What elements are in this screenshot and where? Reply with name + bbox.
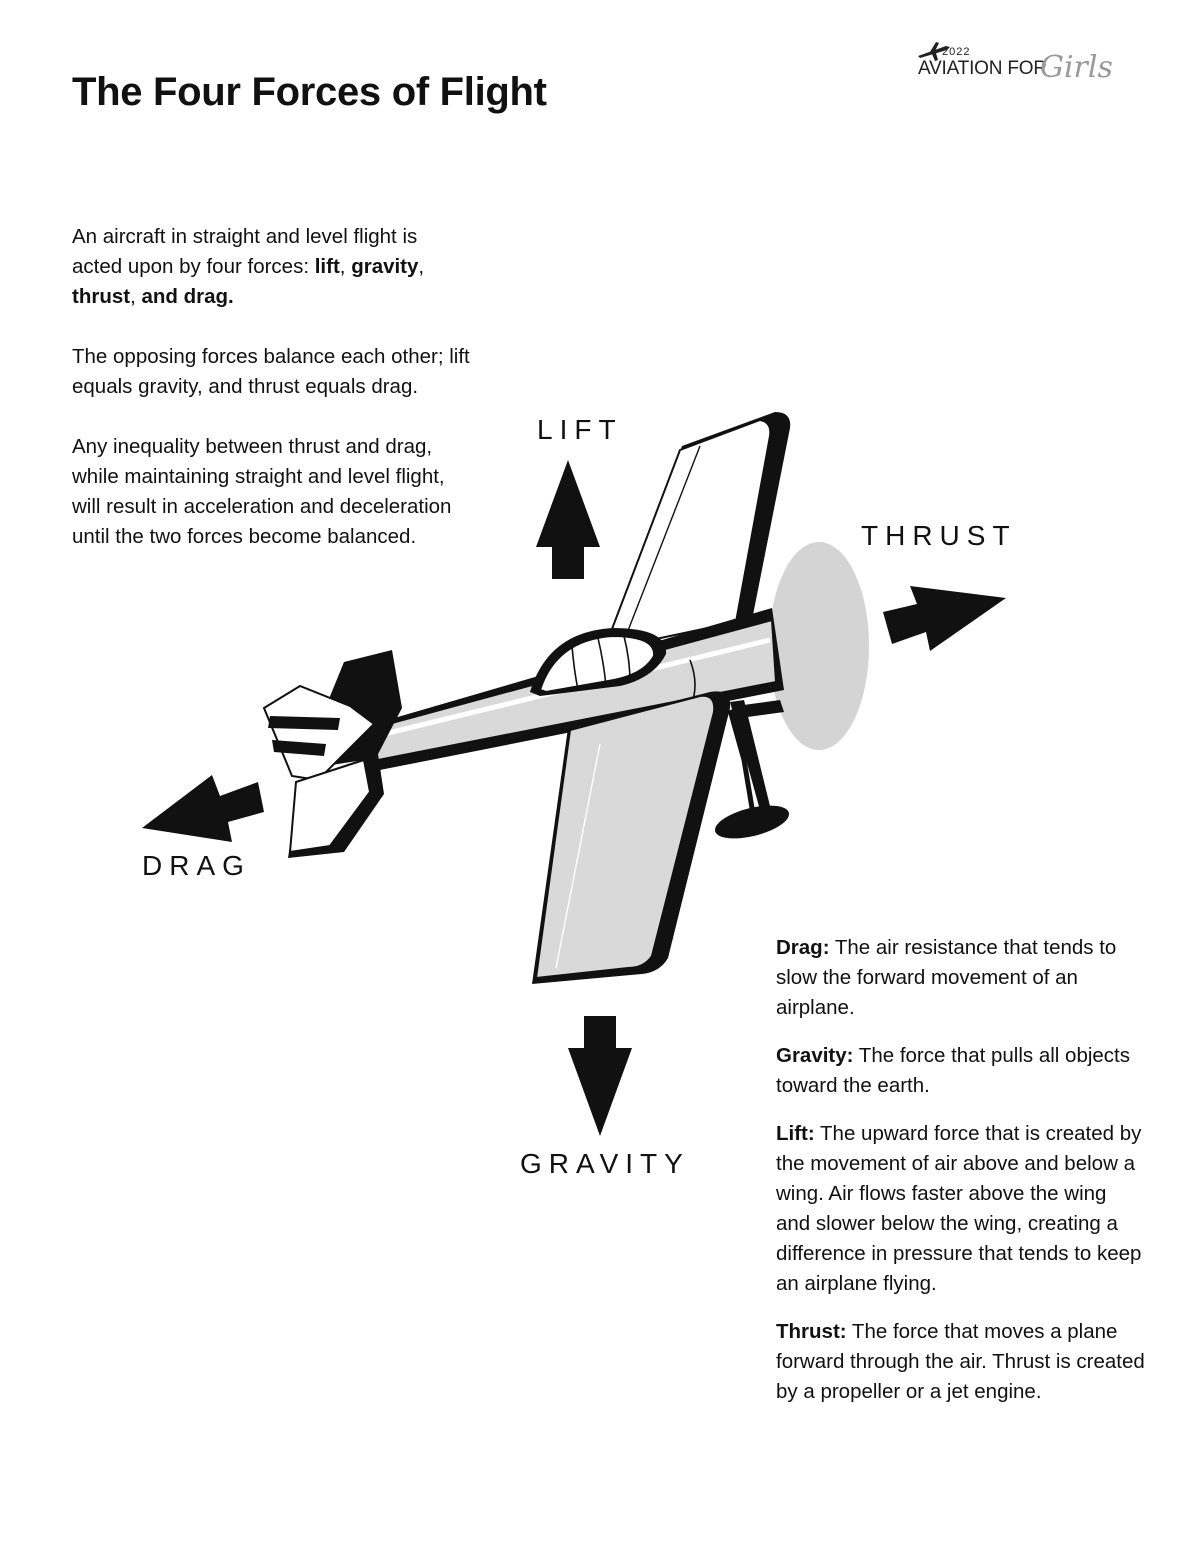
definition-term: Gravity: [776, 1044, 854, 1067]
definition-thrust: Thrust: The force that moves a plane for… [776, 1317, 1146, 1407]
lower-wing [532, 691, 731, 984]
intro-lead: An aircraft in straight and level flight… [72, 225, 418, 278]
logo-script: Girls [1040, 50, 1113, 85]
label-thrust: THRUST [861, 520, 1017, 551]
definition-text: The upward force that is created by the … [776, 1122, 1142, 1295]
landing-gear [714, 700, 790, 839]
definition-text: The force that moves a plane forward thr… [776, 1320, 1145, 1403]
plane-icon [918, 42, 950, 61]
page-title: The Four Forces of Flight [72, 70, 547, 114]
definition-text: The air resistance that tends to slow th… [776, 936, 1117, 1019]
definition-text: The force that pulls all objects toward … [776, 1044, 1131, 1097]
thrust-arrow-icon [883, 586, 1006, 651]
intro-sep: , [130, 285, 142, 308]
term-gravity: gravity [351, 255, 419, 278]
intro-paragraph-1: An aircraft in straight and level flight… [72, 222, 472, 312]
intro-sep: , [418, 255, 425, 278]
definition-term: Drag: [776, 936, 830, 959]
lift-arrow-icon [536, 460, 600, 579]
canopy [530, 628, 667, 696]
logo-wordmark: AVIATION FOR [918, 58, 1047, 79]
horizontal-stabilizer [288, 754, 384, 858]
drag-arrow-icon [142, 775, 264, 842]
tail-fin [262, 650, 402, 782]
definition-term: Thrust: [776, 1320, 847, 1343]
definition-term: Lift: [776, 1122, 815, 1145]
term-drag: and drag. [141, 285, 234, 308]
label-drag: DRAG [142, 850, 251, 881]
brand-logo: 2022 AVIATION FOR Girls [910, 36, 1140, 96]
definitions-list: Drag: The air resistance that tends to s… [776, 933, 1146, 1425]
label-lift: LIFT [537, 414, 623, 445]
label-gravity: GRAVITY [520, 1148, 690, 1179]
definition-gravity: Gravity: The force that pulls all object… [776, 1041, 1146, 1101]
intro-paragraph-3: Any inequality between thrust and drag, … [72, 435, 452, 548]
gravity-arrow-icon [568, 1016, 632, 1136]
definition-lift: Lift: The upward force that is created b… [776, 1119, 1146, 1299]
logo-year: 2022 [942, 46, 971, 58]
intro-paragraph-2: The opposing forces balance each other; … [72, 345, 470, 398]
propeller-disc [769, 542, 869, 750]
term-thrust: thrust [72, 285, 131, 308]
definition-drag: Drag: The air resistance that tends to s… [776, 933, 1146, 1023]
intro-sep: , [339, 255, 352, 278]
intro-text: An aircraft in straight and level flight… [72, 222, 472, 582]
term-lift: lift [314, 255, 340, 278]
upper-wing [602, 412, 791, 652]
